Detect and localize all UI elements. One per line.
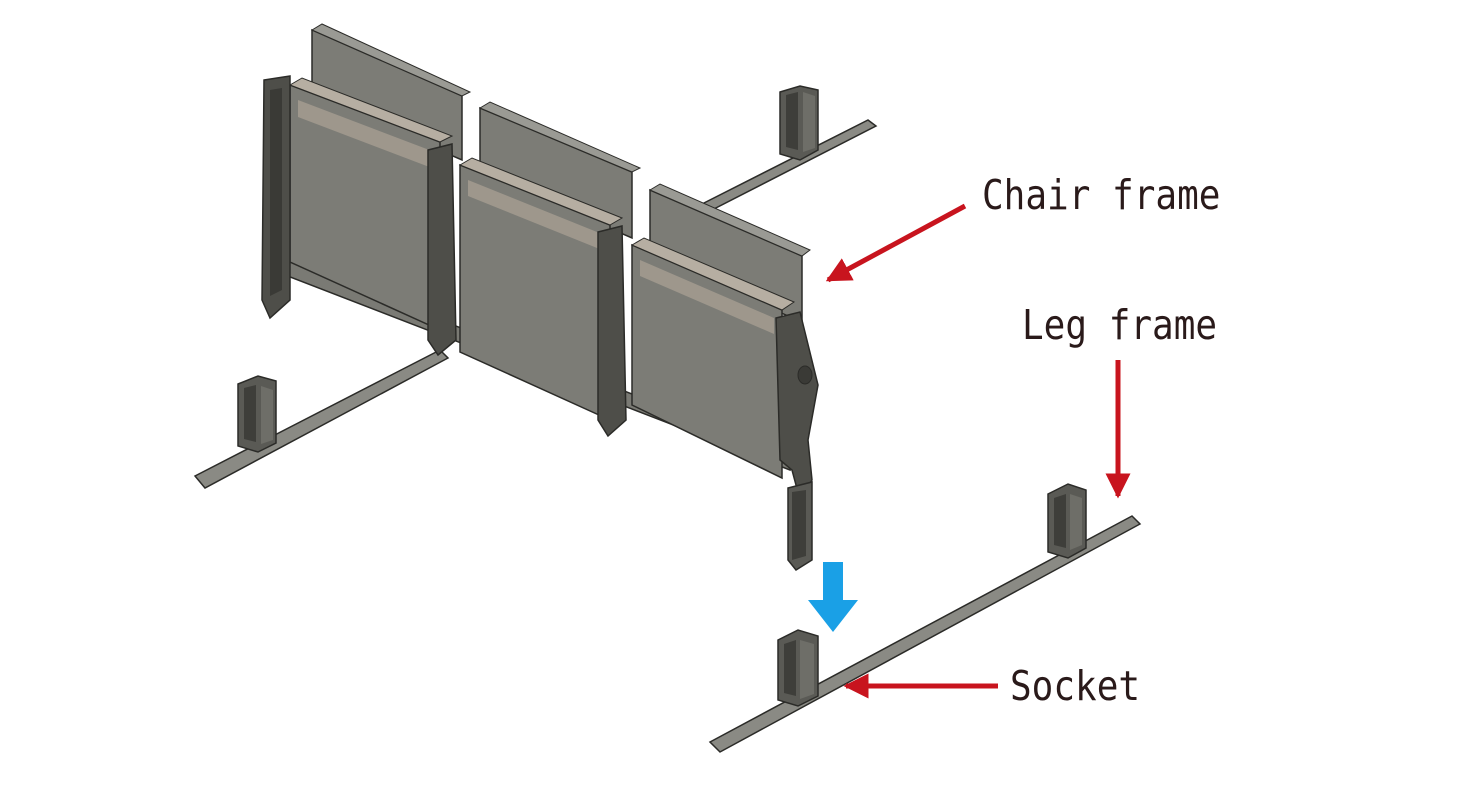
down-arrow-icon [808, 562, 858, 632]
seat-1 [261, 23, 472, 357]
leg-frame [708, 483, 1142, 753]
socket-rear [1047, 483, 1087, 559]
seat-3 [630, 183, 819, 502]
leg-frame-label: Leg frame [1022, 302, 1218, 350]
seat-2 [458, 101, 642, 438]
chair-assembly [193, 23, 878, 571]
chair-frame-label: Chair frame [982, 172, 1221, 220]
chair-frame-leg [787, 481, 813, 571]
back-leg-rail [698, 85, 878, 213]
chair-frame-pointer-arrow [825, 203, 967, 283]
front-leg-rail [193, 349, 450, 489]
socket-label: Socket [1010, 663, 1141, 711]
socket-front [777, 629, 819, 707]
